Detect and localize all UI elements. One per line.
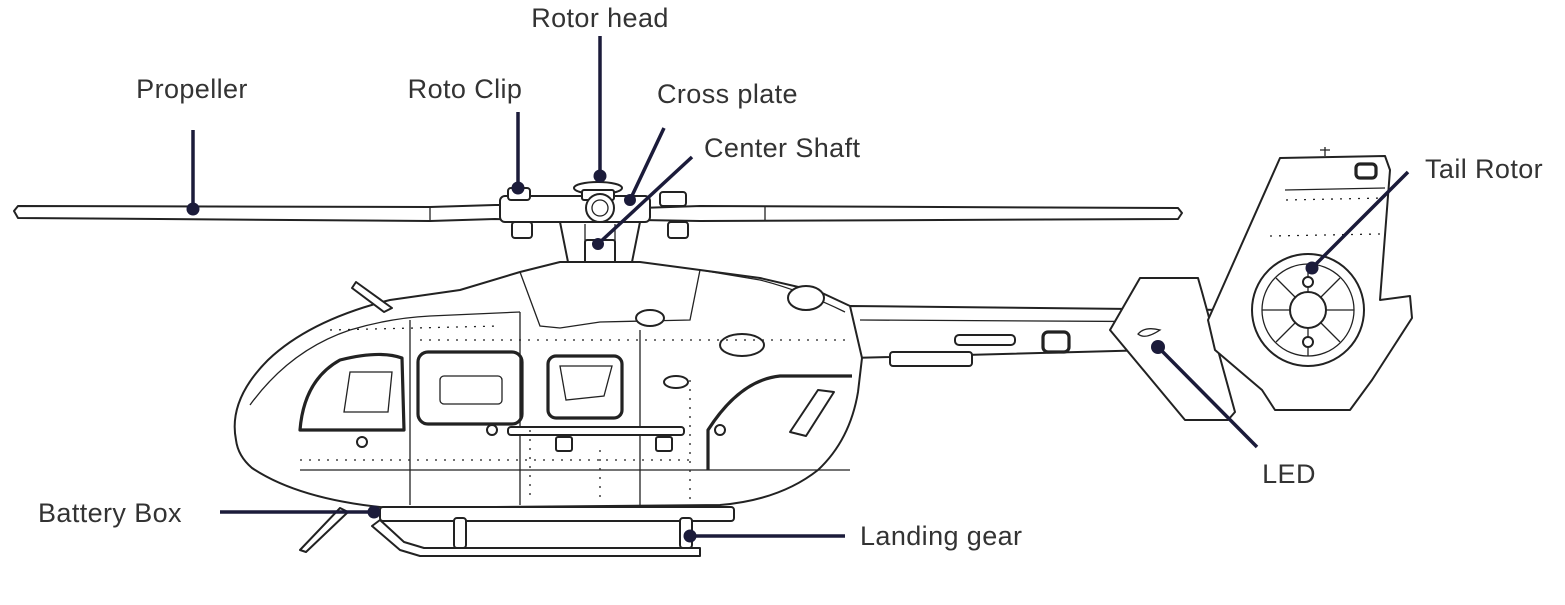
fuselage — [233, 197, 1385, 509]
led-marker — [1151, 340, 1165, 354]
cross-plate-leader — [628, 127, 666, 201]
label-rotor-head: Rotor head — [531, 3, 669, 33]
tail-rotor-leader — [1310, 170, 1410, 270]
label-center-shaft: Center Shaft — [704, 133, 860, 163]
callout-leaders — [186, 36, 1410, 543]
label-landing-gear: Landing gear — [860, 521, 1022, 551]
rotor-head-marker — [593, 169, 607, 183]
label-propeller: Propeller — [136, 74, 248, 104]
center-shaft-leader — [596, 155, 694, 246]
led-leader — [1156, 345, 1259, 449]
propeller-marker — [186, 202, 200, 216]
stabilizer-fin — [1109, 277, 1236, 421]
callout-labels: Rotor head Propeller Roto Clip Cross pla… — [38, 3, 1543, 551]
rotor-hub-assembly — [499, 181, 689, 269]
label-cross-plate: Cross plate — [657, 79, 798, 109]
label-battery-box: Battery Box — [38, 498, 182, 528]
landing-gear-skids — [299, 506, 735, 557]
battery-box-marker — [367, 505, 381, 519]
helicopter-illustration — [13, 147, 1413, 557]
label-led: LED — [1262, 459, 1316, 489]
landing-gear-marker — [683, 529, 697, 543]
roto-clip-marker — [511, 181, 525, 195]
cross-plate-marker — [624, 194, 636, 206]
label-tail-rotor: Tail Rotor — [1425, 154, 1543, 184]
label-roto-clip: Roto Clip — [408, 74, 523, 104]
center-shaft-marker — [592, 238, 604, 250]
tail-rotor-marker — [1305, 261, 1319, 275]
tail-fenestron — [1207, 147, 1413, 411]
